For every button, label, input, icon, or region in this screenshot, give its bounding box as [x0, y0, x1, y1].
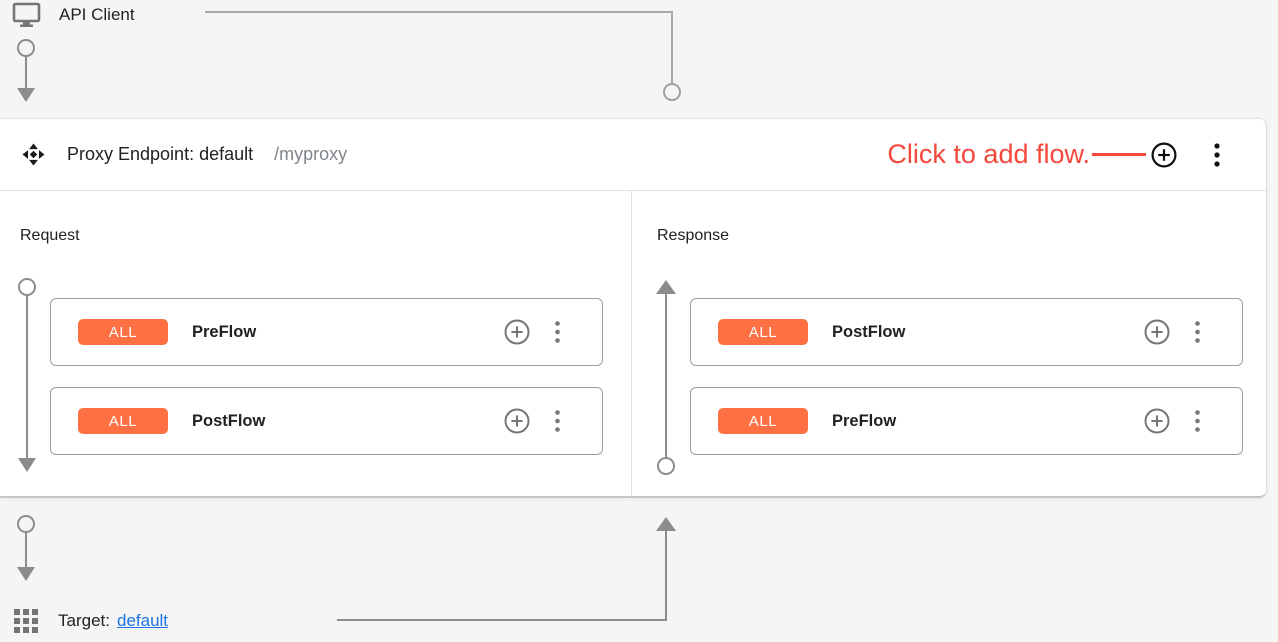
endpoint-menu-button[interactable] — [1214, 142, 1220, 167]
flow-name: PostFlow — [832, 322, 906, 341]
api-client: API Client — [12, 2, 135, 28]
arrow-down-icon — [17, 567, 35, 581]
plus-circle-icon — [1144, 408, 1170, 434]
connector-line — [665, 530, 667, 621]
condition-badge: ALL — [78, 319, 168, 345]
add-policy-button[interactable] — [1144, 408, 1170, 434]
monitor-icon — [12, 2, 41, 27]
condition-badge: ALL — [718, 408, 808, 434]
plus-circle-icon — [504, 319, 530, 345]
arrow-up-icon — [656, 517, 676, 531]
connector-node — [18, 278, 36, 296]
target-label: Target: — [58, 611, 110, 630]
move-icon — [22, 143, 45, 166]
add-policy-button[interactable] — [504, 319, 530, 345]
plus-circle-icon — [1151, 142, 1177, 167]
connector-line — [205, 11, 672, 13]
add-policy-button[interactable] — [504, 408, 530, 434]
plus-circle-icon — [1144, 319, 1170, 345]
target-row: Target: default — [14, 607, 168, 635]
target-default-link[interactable]: default — [116, 611, 169, 630]
flow-card-response-postflow[interactable]: ALL PostFlow — [690, 298, 1243, 366]
annotation-pointer-line — [1092, 153, 1146, 156]
panel-divider — [631, 191, 632, 497]
plus-circle-icon — [504, 408, 530, 434]
proxy-endpoint-title: Proxy Endpoint: default — [67, 144, 254, 164]
arrow-down-icon — [17, 88, 35, 102]
proxy-endpoint-header: Proxy Endpoint: default /myproxy Click t… — [0, 119, 1266, 191]
condition-badge: ALL — [718, 319, 808, 345]
connector-node — [657, 457, 675, 475]
connector-line — [26, 296, 28, 458]
connector-line — [671, 11, 673, 83]
connector-line — [25, 533, 27, 567]
arrow-down-icon — [18, 458, 36, 472]
flow-name: PostFlow — [192, 411, 266, 430]
kebab-menu-icon — [555, 410, 560, 432]
connector-node — [17, 515, 35, 533]
proxy-basepath: /myproxy — [274, 144, 348, 164]
connector-line — [25, 57, 27, 88]
add-flow-button[interactable] — [1151, 142, 1177, 168]
flow-menu-button[interactable] — [1195, 321, 1200, 343]
connector-node — [663, 83, 681, 101]
kebab-menu-icon — [1214, 142, 1220, 167]
add-policy-button[interactable] — [1144, 319, 1170, 345]
flow-card-request-preflow[interactable]: ALL PreFlow — [50, 298, 603, 366]
flow-card-response-preflow[interactable]: ALL PreFlow — [690, 387, 1243, 455]
connector-line — [337, 619, 667, 621]
kebab-menu-icon — [1195, 410, 1200, 432]
connector-node — [17, 39, 35, 57]
annotation-text: Click to add flow. — [887, 139, 1090, 169]
proxy-endpoint-panel: Proxy Endpoint: default /myproxy Click t… — [0, 118, 1267, 498]
flow-card-request-postflow[interactable]: ALL PostFlow — [50, 387, 603, 455]
request-label: Request — [20, 227, 80, 244]
api-client-label: API Client — [59, 5, 135, 24]
response-label: Response — [657, 227, 730, 244]
arrow-up-icon — [656, 280, 676, 294]
move-handle[interactable] — [22, 143, 45, 166]
grid-icon — [14, 609, 38, 633]
kebab-menu-icon — [1195, 321, 1200, 343]
kebab-menu-icon — [555, 321, 560, 343]
flow-menu-button[interactable] — [555, 410, 560, 432]
flow-menu-button[interactable] — [555, 321, 560, 343]
flow-name: PreFlow — [832, 411, 897, 430]
connector-line — [665, 294, 667, 458]
flow-menu-button[interactable] — [1195, 410, 1200, 432]
flow-name: PreFlow — [192, 322, 257, 341]
condition-badge: ALL — [78, 408, 168, 434]
